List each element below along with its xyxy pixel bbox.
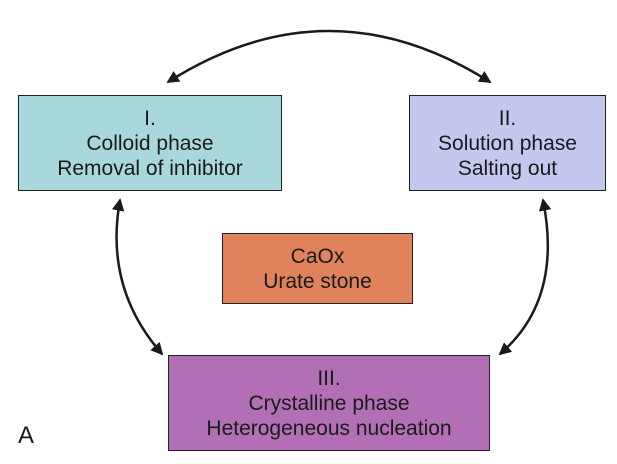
colloid-phase-name: Colloid phase	[86, 131, 214, 155]
solution-phase-detail: Salting out	[457, 156, 558, 180]
panel-label: A	[18, 422, 35, 449]
crystalline-phase-name: Crystalline phase	[248, 391, 410, 415]
crystalline-phase-box: III. Crystalline phase Heterogeneous nuc…	[168, 355, 490, 451]
colloid-phase-box: I. Colloid phase Removal of inhibitor	[18, 95, 282, 191]
arrow-colloid-crystalline	[111, 198, 164, 356]
solution-phase-numeral: II.	[498, 106, 517, 130]
crystalline-phase-numeral: III.	[317, 366, 341, 390]
arrow-colloid-solution	[166, 29, 492, 84]
colloid-phase-numeral: I.	[144, 106, 156, 130]
crystalline-phase-detail: Heterogeneous nucleation	[206, 416, 452, 440]
solution-phase-name: Solution phase	[438, 131, 577, 155]
solution-phase-box: II. Solution phase Salting out	[409, 95, 606, 191]
stone-core-line2: Urate stone	[263, 269, 372, 293]
arrow-solution-crystalline	[498, 198, 552, 356]
colloid-phase-detail: Removal of inhibitor	[57, 156, 243, 180]
stone-core-line1: CaOx	[290, 244, 345, 268]
stone-core-box: CaOx Urate stone	[222, 233, 413, 304]
